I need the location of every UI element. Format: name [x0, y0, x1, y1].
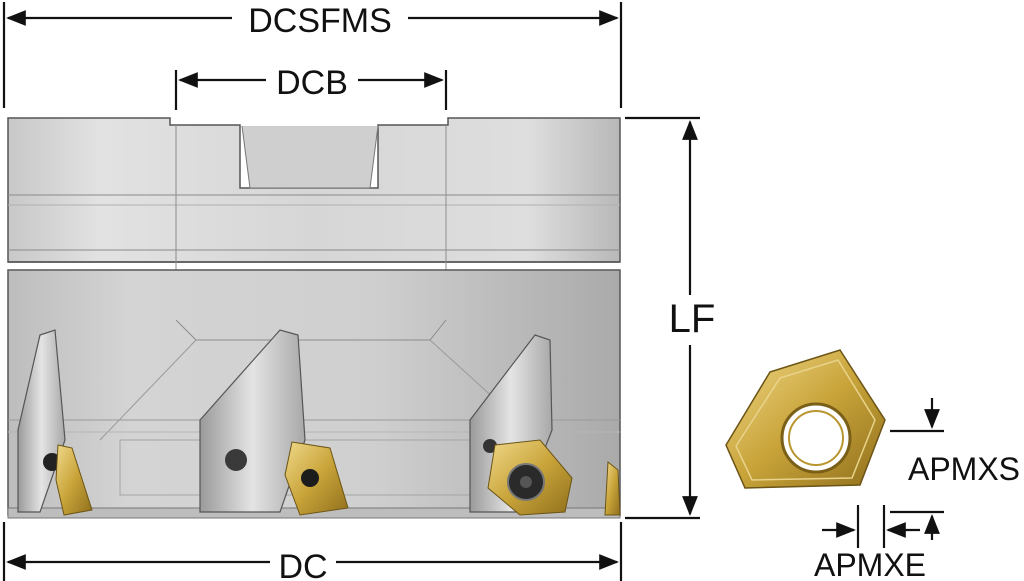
label-lf: LF	[669, 297, 716, 341]
insert-center	[284, 441, 349, 516]
label-apmxs: APMXS	[908, 451, 1020, 487]
insert-left	[55, 444, 93, 516]
label-dc: DC	[278, 548, 327, 581]
label-dcb: DCB	[276, 64, 348, 102]
insert-detail	[725, 349, 886, 489]
insert-far-right	[604, 461, 621, 516]
chip-pocket-center	[199, 329, 306, 513]
label-dcsfms: DCSFMS	[248, 2, 392, 40]
dimension-lines	[2, 2, 944, 581]
coolant-hole-right	[483, 439, 497, 453]
coolant-hole-center	[225, 449, 247, 471]
label-apmxe: APMXE	[814, 547, 926, 581]
screw-center	[301, 469, 319, 487]
keyway-slot	[241, 125, 379, 189]
insert-right	[487, 439, 573, 516]
cutter-inserts	[55, 439, 621, 516]
